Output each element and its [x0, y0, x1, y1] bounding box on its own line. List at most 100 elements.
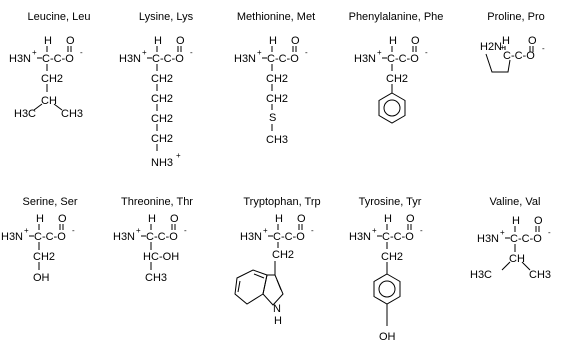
valine-ch: CH	[509, 253, 525, 265]
phenylalanine-title: Phenylalanine, Phe	[348, 11, 444, 23]
methionine-structure: H O H3N + C-C-O - CH2 CH2 S CH3	[234, 35, 308, 146]
proline-carbonyl-o: O	[528, 35, 537, 47]
tryptophan-amine-charge: +	[263, 226, 268, 235]
phenylalanine-ch2: CH2	[386, 73, 408, 85]
tryptophan-ch2: CH2	[272, 249, 294, 261]
leucine-carbonyl-o: O	[66, 35, 75, 47]
phenylalanine-carboxyl-charge: -	[425, 48, 428, 57]
phenylalanine-amine-charge: +	[377, 48, 382, 57]
leucine-carboxyl-charge: -	[80, 48, 83, 57]
tryptophan-carboxyl-charge: -	[311, 226, 314, 235]
phenylalanine-structure: H O H3N + C-C-O - CH2	[354, 35, 428, 124]
threonine-hc: HC	[143, 251, 159, 263]
tyrosine-benzene-ring	[373, 273, 401, 305]
serine-carboxyl-charge: -	[72, 226, 75, 235]
proline-structure: O H H2N + C-C-O -	[480, 35, 545, 73]
methionine-carboxyl-charge: -	[305, 48, 308, 57]
tyrosine-amine: H3N	[349, 231, 371, 243]
valine-title: Valine, Val	[489, 196, 541, 208]
serine-hydroxyl: OH	[33, 272, 50, 284]
valine-amine: H3N	[477, 233, 499, 245]
methionine-ch2-2: CH2	[266, 93, 288, 105]
methionine-amine-charge: +	[257, 48, 262, 57]
tryptophan-title: Tryptophan, Trp	[243, 196, 321, 208]
valine-amine-charge: +	[500, 228, 505, 237]
tryptophan-structure: H O H3N + C-C-O - CH2 N H	[234, 213, 314, 327]
tyrosine-structure: H O H3N + C-C-O - CH2 OH	[349, 213, 423, 343]
tryptophan-pyrrole-ring	[262, 274, 284, 306]
tryptophan-carbonyl-o: O	[297, 213, 306, 225]
phenylalanine-amine: H3N	[354, 53, 376, 65]
phenylalanine-carbonyl-o: O	[411, 35, 420, 47]
lysine-ch2-1: CH2	[151, 73, 173, 85]
lysine-nh3-charge: +	[176, 151, 181, 160]
serine-carboxyl: C-C-O	[34, 231, 66, 243]
tryptophan-benzene-ring	[234, 269, 268, 305]
threonine-carboxyl-charge: -	[184, 226, 187, 235]
lysine-amine-charge: +	[142, 48, 147, 57]
methionine-sulfur: S	[269, 112, 276, 124]
phenylalanine-alpha-h: H	[389, 35, 397, 47]
lysine-ch2-3: CH2	[151, 113, 173, 125]
leucine-title: Leucine, Leu	[27, 11, 91, 23]
tyrosine-hydroxyl: OH	[379, 331, 396, 343]
phenylalanine-carboxyl: C-C-O	[387, 53, 419, 65]
leucine-amine-charge: +	[32, 48, 37, 57]
tyrosine-ch2: CH2	[381, 251, 403, 263]
valine-carbonyl-o: O	[534, 215, 543, 227]
lysine-alpha-h: H	[154, 35, 162, 47]
tryptophan-nitrogen: N	[273, 303, 281, 315]
tyrosine-carboxyl-charge: -	[420, 226, 423, 235]
threonine-amine-charge: +	[136, 226, 141, 235]
valine-alpha-h: H	[512, 215, 520, 227]
phenylalanine-benzene-ring	[378, 92, 406, 124]
threonine-title: Threonine, Thr	[121, 196, 193, 208]
methionine-ch2-1: CH2	[266, 73, 288, 85]
tyrosine-amine-charge: +	[372, 226, 377, 235]
phenylalanine-aromatic-circle	[383, 99, 401, 117]
valine-methyl-right: CH3	[529, 269, 551, 281]
threonine-hydroxyl: -OH	[159, 251, 179, 263]
tryptophan-n-hydrogen: H	[274, 315, 282, 327]
serine-structure: H O H3N + C-C-O - CH2 OH	[1, 213, 75, 284]
tyrosine-alpha-h: H	[384, 213, 392, 225]
methionine-amine: H3N	[234, 53, 256, 65]
tryptophan-double-bond-1	[237, 280, 241, 293]
tyrosine-carbonyl-o: O	[406, 213, 415, 225]
leucine-branch-left	[33, 103, 43, 111]
tyrosine-title: Tyrosine, Tyr	[358, 196, 422, 208]
threonine-structure: H O H3N + C-C-O - HC -OH CH3	[113, 213, 187, 284]
lysine-ch2-2: CH2	[151, 93, 173, 105]
valine-carboxyl: C-C-O	[510, 233, 542, 245]
tryptophan-amine: H3N	[240, 231, 262, 243]
tryptophan-double-bond-2	[253, 273, 265, 279]
valine-branch-right	[521, 261, 531, 271]
proline-amine: H2N	[480, 41, 502, 53]
methionine-title: Methionine, Met	[236, 11, 316, 23]
methionine-ch3: CH3	[266, 134, 288, 146]
serine-alpha-h: H	[36, 213, 44, 225]
lysine-carboxyl: C-C-O	[152, 53, 184, 65]
proline-title: Proline, Pro	[487, 11, 545, 23]
leucine-methyl-right: CH3	[61, 108, 83, 120]
lysine-title: Lysine, Lys	[138, 11, 194, 23]
leucine-branch-right	[53, 103, 63, 111]
tyrosine-carboxyl: C-C-O	[382, 231, 414, 243]
serine-ch2: CH2	[33, 251, 55, 263]
threonine-carboxyl: C-C-O	[146, 231, 178, 243]
proline-pyrrolidine-ring	[485, 53, 511, 73]
leucine-carboxyl: C-C-O	[42, 53, 74, 65]
leucine-ch: CH	[41, 95, 57, 107]
lysine-carbonyl-o: O	[176, 35, 185, 47]
tryptophan-carboxyl: C-C-O	[273, 231, 305, 243]
valine-branch-left	[501, 261, 511, 271]
tryptophan-double-bond-3	[276, 279, 282, 291]
leucine-structure: H O H3N + C-C-O - CH2 CH H3C CH3	[9, 35, 83, 120]
leucine-alpha-h: H	[44, 35, 52, 47]
lysine-ch2-4: CH2	[151, 133, 173, 145]
lysine-amine: H3N	[119, 53, 141, 65]
serine-amine-charge: +	[24, 226, 29, 235]
proline-carboxyl-charge: -	[542, 44, 545, 53]
methionine-carboxyl: C-C-O	[267, 53, 299, 65]
methionine-alpha-h: H	[269, 35, 277, 47]
